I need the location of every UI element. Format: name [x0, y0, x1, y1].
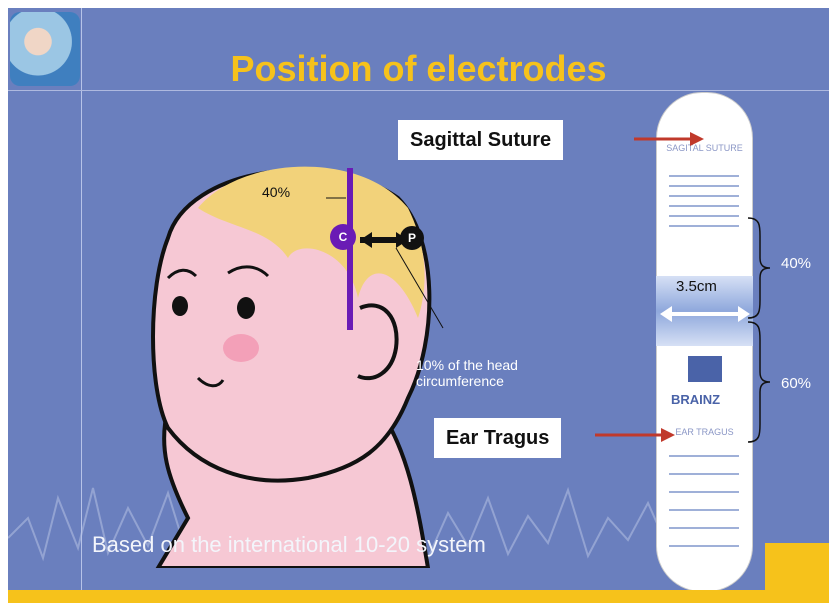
- electrode-p-label: P: [408, 231, 416, 245]
- spacing-arrow: [660, 306, 750, 322]
- electrode-c-marker: C: [330, 224, 356, 250]
- slide-title: Position of electrodes: [8, 48, 829, 90]
- strip-marker: [669, 473, 739, 475]
- baby-head-illustration: [128, 148, 448, 568]
- strip-marker: [669, 527, 739, 529]
- ear-tragus-arrow: [595, 428, 675, 442]
- strip-marker: [669, 215, 739, 217]
- strip-marker: [669, 491, 739, 493]
- horizontal-divider: [8, 90, 829, 91]
- strip-marker: [669, 185, 739, 187]
- sixty-percent-right-label: 60%: [781, 375, 811, 392]
- slide: Position of electrodes C P 40% 10% of th…: [8, 8, 829, 603]
- forty-percent-head-label: 40%: [262, 184, 290, 200]
- sixty-percent-bracket: [746, 320, 772, 444]
- brainz-logo-icon: [688, 356, 722, 382]
- vertical-divider: [81, 8, 82, 590]
- head-circumference-note: 10% of the head circumference: [416, 357, 556, 389]
- spacing-label: 3.5cm: [676, 278, 717, 295]
- sagittal-arrow: [634, 132, 704, 146]
- bottom-accent-bar: [8, 590, 829, 603]
- strip-marker: [669, 545, 739, 547]
- strip-marker: [669, 195, 739, 197]
- strip-marker: [669, 205, 739, 207]
- strip-marker: [669, 509, 739, 511]
- forty-percent-bracket: [746, 216, 772, 320]
- footer-note: Based on the international 10-20 system: [92, 532, 486, 558]
- electrode-p-marker: P: [400, 226, 424, 250]
- ear-tragus-callout: Ear Tragus: [434, 418, 561, 458]
- strip-marker: [669, 225, 739, 227]
- sagittal-suture-callout: Sagittal Suture: [398, 120, 563, 160]
- forty-percent-right-label: 40%: [781, 255, 811, 272]
- brainz-brand-label: BRAINZ: [671, 392, 720, 407]
- strip-marker: [669, 175, 739, 177]
- electrode-c-label: C: [339, 230, 348, 244]
- strip-marker: [669, 455, 739, 457]
